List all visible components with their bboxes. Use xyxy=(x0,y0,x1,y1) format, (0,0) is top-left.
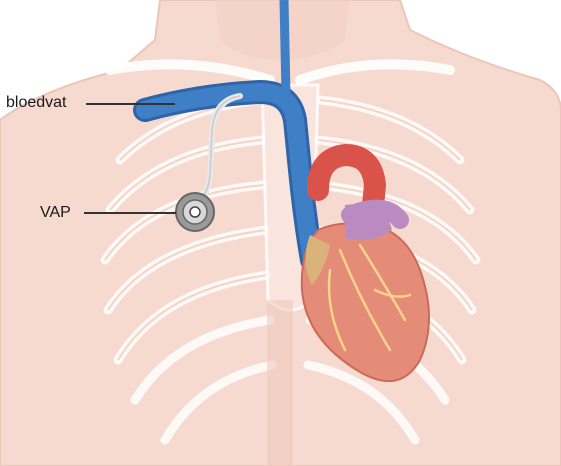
vessel-label: bloedvat xyxy=(6,95,67,111)
implanted-port-icon xyxy=(176,193,214,231)
jugular-vein xyxy=(284,0,286,95)
port-label: VAP xyxy=(40,205,71,221)
